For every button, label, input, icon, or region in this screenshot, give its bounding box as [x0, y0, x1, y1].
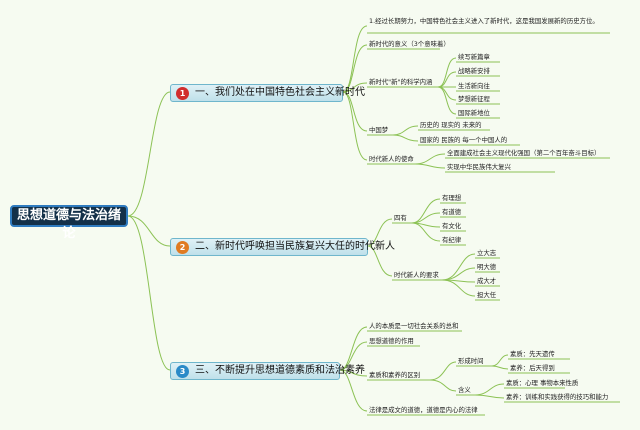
node-def-item-2[interactable]: 素养：训练和实践获得的技巧和能力	[506, 393, 609, 401]
node-sy-item-3[interactable]: 有文化	[442, 222, 462, 230]
node-new-era-intro[interactable]: 1.经过长期努力，中国特色社会主义进入了新时代，这是我国发展新的历史方位。	[369, 17, 599, 25]
node-mission-item-2[interactable]: 实现中华民族伟大复兴	[447, 163, 511, 171]
branch-1-node[interactable]: 1 一、我们处在中国特色社会主义新时代	[170, 84, 365, 102]
number-badge-1: 1	[176, 87, 189, 100]
node-form-item-1[interactable]: 素质：先天遗传	[510, 350, 555, 358]
node-mission[interactable]: 时代新人的使命	[369, 155, 414, 163]
node-sci-item-1[interactable]: 续写新篇章	[458, 53, 490, 61]
node-mission-item-1[interactable]: 全面建成社会主义现代化强国（第二个百年奋斗目标）	[447, 149, 601, 157]
node-sci-item-5[interactable]: 国际新地位	[458, 109, 490, 117]
node-moral-role[interactable]: 思想道德的作用	[369, 337, 414, 345]
node-req-item-3[interactable]: 成大才	[477, 277, 497, 285]
node-quality-difference[interactable]: 素质和素养的区别	[369, 371, 421, 379]
node-req-item-4[interactable]: 担大任	[477, 291, 497, 299]
branch-3-node[interactable]: 3 三、不断提升思想道德素质和法治素养	[170, 362, 365, 380]
node-form-item-2[interactable]: 素养：后天得到	[510, 364, 555, 372]
node-four-haves[interactable]: 四有	[394, 214, 407, 222]
root-node[interactable]: 思想道德与法治绪论	[10, 205, 128, 241]
branch-3-label: 三、不断提升思想道德素质和法治素养	[195, 365, 365, 376]
number-badge-2: 2	[176, 241, 189, 254]
node-req-item-2[interactable]: 明大德	[477, 263, 497, 271]
node-human-essence[interactable]: 人的本质是一切社会关系的总和	[369, 322, 459, 330]
link-b1-meaning	[342, 44, 368, 93]
node-scientific-connotation[interactable]: 新时代"新"的科学内涵	[369, 78, 433, 86]
node-sci-item-2[interactable]: 战略新安排	[458, 67, 490, 75]
node-dream-item-1[interactable]: 历史的 现实的 未来的	[420, 121, 482, 129]
link-b1-mission	[342, 91, 368, 161]
node-definition[interactable]: 含义	[458, 386, 471, 394]
node-formation-time[interactable]: 形成时间	[458, 357, 484, 365]
branch-1-label: 一、我们处在中国特色社会主义新时代	[195, 87, 365, 98]
link-b1-sci	[342, 82, 368, 93]
link-root-b3	[127, 215, 171, 371]
node-requirements[interactable]: 时代新人的要求	[394, 271, 439, 279]
node-sci-item-3[interactable]: 生活新向往	[458, 82, 490, 90]
node-dream-item-2[interactable]: 国家的 民族的 每一个中国人的	[420, 136, 508, 144]
node-def-item-1[interactable]: 素质：心理 事物本来性质	[506, 379, 579, 387]
branch-2-node[interactable]: 2 二、新时代呼唤担当民族复兴大任的时代新人	[170, 238, 395, 256]
node-sy-item-1[interactable]: 有理想	[442, 194, 462, 202]
node-china-dream[interactable]: 中国梦	[369, 126, 389, 134]
node-sy-item-4[interactable]: 有纪律	[442, 236, 462, 244]
link-b1-intro	[342, 25, 368, 93]
number-badge-3: 3	[176, 365, 189, 378]
node-sci-item-4[interactable]: 梦想新征程	[458, 95, 490, 103]
node-law-morality[interactable]: 法律是成文的道德，道德是内心的法律	[369, 406, 478, 414]
node-sy-item-2[interactable]: 有道德	[442, 208, 462, 216]
node-req-item-1[interactable]: 立大志	[477, 249, 497, 257]
branch-2-label: 二、新时代呼唤担当民族复兴大任的时代新人	[195, 241, 395, 252]
link-root-b2	[127, 215, 171, 247]
node-new-era-meaning[interactable]: 新时代的意义（3个意味着）	[369, 40, 450, 48]
link-root-b1	[127, 91, 171, 217]
